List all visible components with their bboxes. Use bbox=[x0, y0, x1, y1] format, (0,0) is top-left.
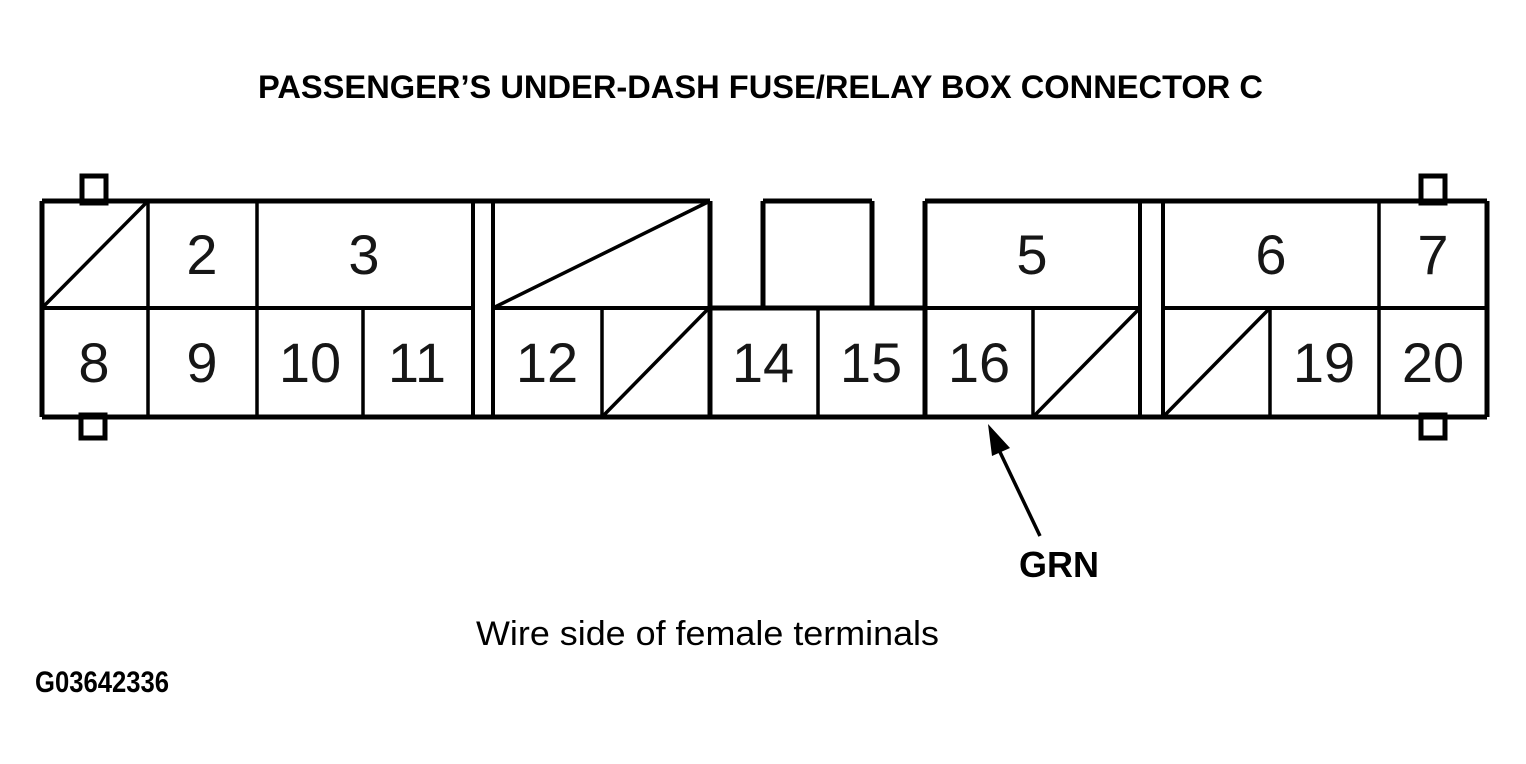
wire-color-label: GRN bbox=[1019, 544, 1099, 585]
terminal-12-label: 12 bbox=[516, 331, 578, 394]
terminal-2-label: 2 bbox=[186, 223, 217, 286]
arrowhead-icon bbox=[988, 424, 1010, 456]
terminal-5-label: 5 bbox=[1016, 223, 1047, 286]
cell-dividers bbox=[146, 201, 1381, 417]
terminal-19-label: 19 bbox=[1293, 331, 1355, 394]
terminal-8-label: 8 bbox=[78, 331, 109, 394]
blank-cell-slashes bbox=[40, 199, 1272, 419]
terminal-6-label: 6 bbox=[1255, 223, 1286, 286]
terminal-9-label: 9 bbox=[186, 331, 217, 394]
top-row-terminal-labels: 2 3 5 6 7 bbox=[186, 223, 1448, 286]
center-key-box bbox=[760, 198, 875, 308]
figure-code: G03642336 bbox=[35, 666, 169, 699]
diagram-title: PASSENGER’S UNDER-DASH FUSE/RELAY BOX CO… bbox=[258, 69, 1263, 105]
terminal-20-label: 20 bbox=[1402, 331, 1464, 394]
bottom-row-terminal-labels: 8 9 10 11 12 14 15 16 19 20 bbox=[78, 331, 1464, 394]
terminal-10-label: 10 bbox=[279, 331, 341, 394]
terminal-3-label: 3 bbox=[348, 223, 379, 286]
terminal-11-label: 11 bbox=[388, 331, 446, 394]
terminal-7-label: 7 bbox=[1417, 223, 1448, 286]
callout-arrow bbox=[988, 424, 1042, 537]
view-caption: Wire side of female terminals bbox=[476, 615, 939, 653]
terminal-16-label: 16 bbox=[948, 331, 1010, 394]
terminal-14-label: 14 bbox=[732, 331, 794, 394]
terminal-15-label: 15 bbox=[840, 331, 902, 394]
